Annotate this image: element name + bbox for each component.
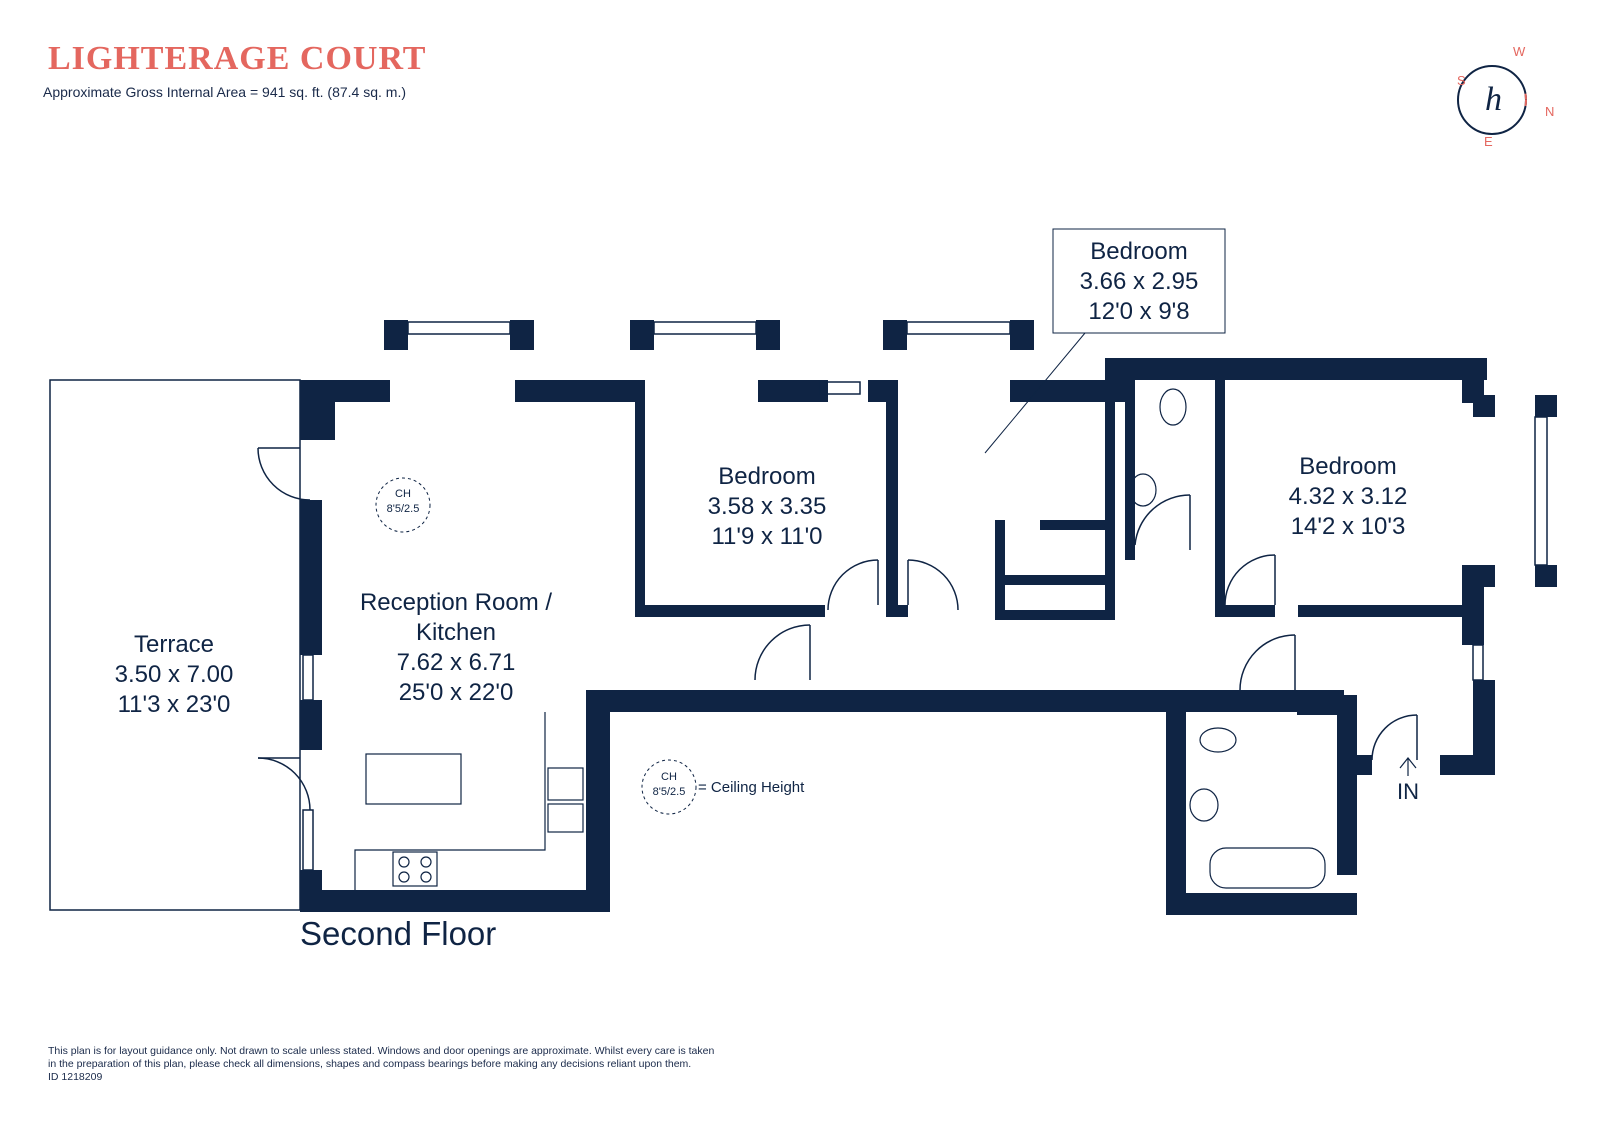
entrance-marker: IN: [1397, 757, 1419, 804]
basin-icon: [1129, 473, 1157, 507]
bedroom3-metric: 4.32 x 3.12: [1289, 483, 1408, 510]
bedroom2-metric: 3.66 x 2.95: [1080, 268, 1199, 295]
room-bedroom-2: Bedroom 3.66 x 2.95 12'0 x 9'8: [1080, 238, 1199, 325]
bedroom1-imperial: 11'9 x 11'0: [711, 523, 822, 550]
disclaimer-line-1: This plan is for layout guidance only. N…: [48, 1045, 715, 1057]
reception-metric: 7.62 x 6.71: [397, 649, 516, 676]
ceiling-badge-label: CH: [395, 488, 411, 500]
kitchen-island: [365, 753, 462, 805]
disclaimer: This plan is for layout guidance only. N…: [48, 1045, 848, 1084]
hob-icon: [392, 851, 438, 887]
windows: [302, 321, 1548, 871]
toilet-icon: [1159, 388, 1187, 426]
terrace-imperial: 11'3 x 23'0: [118, 691, 231, 718]
reception-imperial: 25'0 x 22'0: [399, 679, 514, 706]
legend-badge-label: CH: [661, 771, 677, 783]
toilet-icon: [1199, 727, 1237, 753]
ceiling-height-legend-text: = Ceiling Height: [698, 779, 805, 796]
basin-icon: [1189, 788, 1219, 822]
kitchen-sink-icon: [547, 767, 584, 801]
ceiling-badge-value: 8'5/2.5: [387, 503, 420, 515]
room-bedroom-3: Bedroom 4.32 x 3.12 14'2 x 10'3: [1289, 453, 1408, 540]
room-bedroom-1: Bedroom 3.58 x 3.35 11'9 x 11'0: [708, 463, 827, 550]
doors: [257, 447, 1418, 811]
room-terrace: Terrace 3.50 x 7.00 11'3 x 23'0: [115, 631, 234, 718]
property-title: LIGHTERAGE COURT: [48, 40, 427, 77]
bedroom1-metric: 3.58 x 3.35: [708, 493, 827, 520]
walls: [300, 320, 1557, 915]
compass-e: E: [1484, 134, 1493, 149]
disclaimer-line-3: ID 1218209: [48, 1071, 103, 1083]
bathroom-fixtures: [1129, 388, 1326, 889]
bedroom2-name: Bedroom: [1090, 238, 1187, 265]
reception-name-1: Reception Room /: [360, 589, 552, 616]
compass-n: N: [1545, 104, 1554, 119]
legend-badge-value: 8'5/2.5: [653, 786, 686, 798]
entrance-label: IN: [1397, 779, 1419, 804]
bedroom3-imperial: 14'2 x 10'3: [1291, 513, 1406, 540]
compass-logo-icon: h S W N E: [1457, 44, 1554, 149]
terrace-name: Terrace: [134, 631, 214, 658]
compass-w: W: [1513, 44, 1526, 59]
gross-internal-area: Approximate Gross Internal Area = 941 sq…: [43, 84, 407, 100]
floor-label: Second Floor: [300, 915, 497, 952]
ceiling-height-legend-badge: [641, 759, 697, 815]
disclaimer-line-2: in the preparation of this plan, please …: [48, 1058, 692, 1070]
bedroom3-name: Bedroom: [1299, 453, 1396, 480]
compass-logo-letter: h: [1485, 81, 1502, 118]
bedroom-callout-box: [1052, 228, 1226, 334]
ceiling-height-badge: [375, 477, 431, 533]
room-reception: Reception Room / Kitchen 7.62 x 6.71 25'…: [360, 589, 552, 706]
bedroom1-name: Bedroom: [718, 463, 815, 490]
compass-s: S: [1457, 73, 1466, 88]
reception-name-2: Kitchen: [416, 619, 496, 646]
bath-icon: [1209, 847, 1326, 889]
terrace-metric: 3.50 x 7.00: [115, 661, 234, 688]
callout-leader: [984, 332, 1086, 454]
kitchen-fixtures: [354, 712, 584, 890]
bedroom2-imperial: 12'0 x 9'8: [1088, 298, 1189, 325]
